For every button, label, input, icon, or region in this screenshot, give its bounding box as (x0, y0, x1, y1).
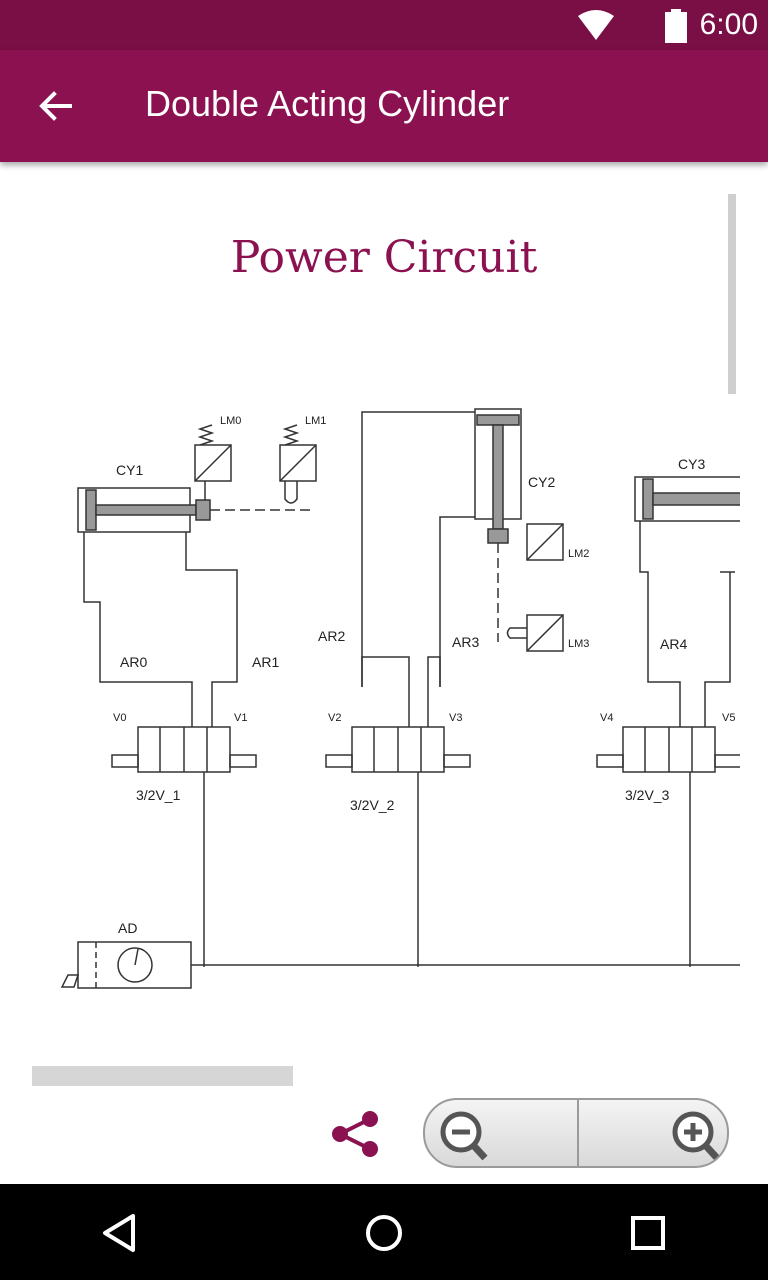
zoom-in-button[interactable] (579, 1100, 727, 1166)
nav-home-icon[interactable] (359, 1208, 409, 1258)
label-v2: V2 (328, 712, 341, 724)
label-valve1: 3/2V_1 (136, 787, 181, 803)
nav-back-icon[interactable] (95, 1208, 145, 1258)
label-ar1: AR1 (252, 654, 279, 670)
wifi-icon (578, 10, 614, 40)
label-v3: V3 (449, 712, 462, 724)
document-heading: Power Circuit (230, 232, 538, 283)
status-bar: 6:00 (0, 0, 768, 50)
label-lm1: LM1 (305, 415, 326, 427)
battery-icon (665, 9, 687, 43)
zoom-out-icon (440, 1111, 488, 1161)
label-ar4: AR4 (660, 636, 687, 652)
label-lm2: LM2 (568, 548, 589, 560)
label-ad: AD (118, 920, 137, 936)
label-ar3: AR3 (452, 634, 479, 650)
zoom-divider (577, 1100, 579, 1166)
label-v5: V5 (722, 712, 735, 724)
label-lm3: LM3 (568, 638, 589, 650)
label-lm0: LM0 (220, 415, 241, 427)
label-v0: V0 (113, 712, 126, 724)
pneumatic-circuit-diagram[interactable]: CY1 LM0 LM1 CY2 LM2 LM3 CY3 AR0 AR1 AR2 … (0, 397, 740, 1017)
app-bar: Double Acting Cylinder (0, 50, 768, 162)
status-icons (576, 8, 646, 47)
label-ar0: AR0 (120, 654, 147, 670)
label-v1: V1 (234, 712, 247, 724)
label-cy1: CY1 (116, 462, 143, 478)
page-title: Double Acting Cylinder (145, 83, 510, 124)
nav-recents-icon[interactable] (623, 1208, 673, 1258)
horizontal-scrollbar[interactable] (32, 1066, 293, 1086)
label-cy2: CY2 (528, 474, 555, 490)
label-valve2: 3/2V_2 (350, 797, 395, 813)
status-time: 6:00 (699, 8, 758, 41)
zoom-control (423, 1098, 729, 1168)
label-cy3: CY3 (678, 456, 705, 472)
label-ar2: AR2 (318, 628, 345, 644)
label-v4: V4 (600, 712, 613, 724)
label-valve3: 3/2V_3 (625, 787, 670, 803)
zoom-in-icon (672, 1111, 720, 1161)
zoom-out-button[interactable] (425, 1100, 577, 1166)
content-area[interactable]: Power Circuit (0, 162, 768, 1184)
share-icon[interactable] (330, 1107, 384, 1157)
navigation-bar (0, 1184, 768, 1280)
arrow-back-icon[interactable] (36, 86, 76, 126)
vertical-scrollbar[interactable] (728, 194, 736, 394)
